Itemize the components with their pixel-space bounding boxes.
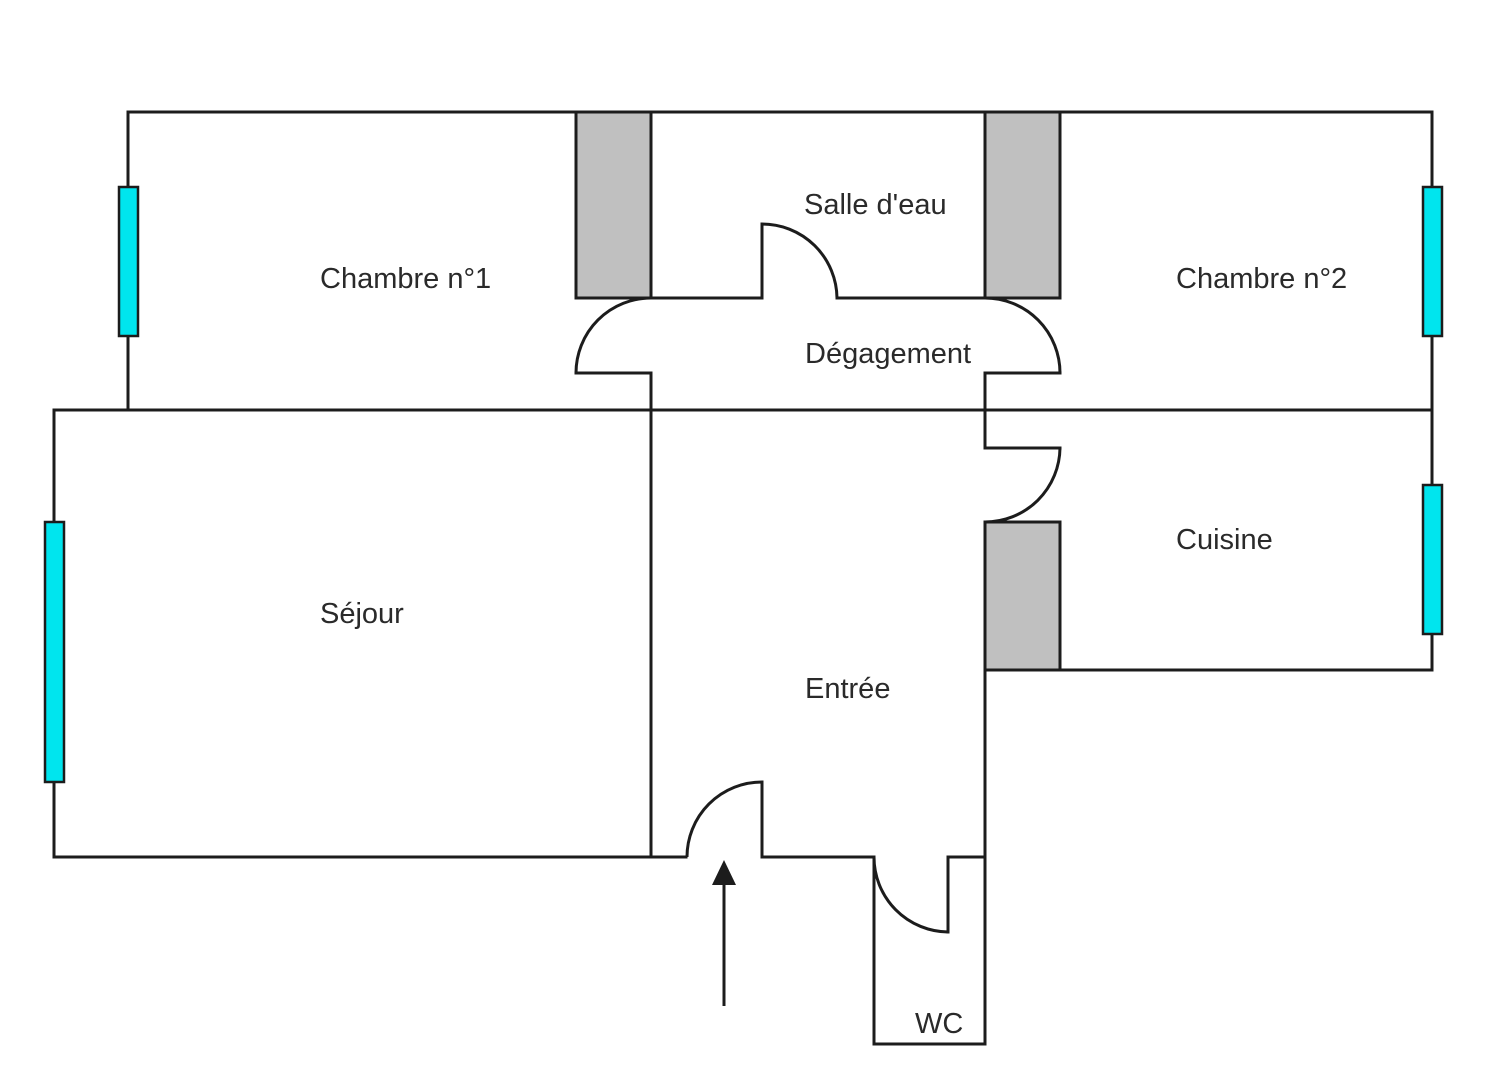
wall-degagement-left: [574, 371, 653, 412]
window-chambre2: [1421, 185, 1444, 338]
label-salle-eau: Salle d'eau: [804, 189, 947, 221]
door-salle-eau: [760, 222, 839, 299]
window-chambre1: [117, 185, 140, 338]
entrance-arrow-icon: [712, 860, 736, 1006]
closet-kitchen: [983, 520, 1062, 672]
windows: [43, 185, 1444, 784]
closets: [574, 110, 1062, 672]
label-degagement: Dégagement: [805, 338, 971, 370]
room-labels: Chambre n°1 Salle d'eau Chambre n°2 Déga…: [320, 189, 1347, 1040]
doors: [574, 222, 1062, 934]
door-chambre1: [574, 296, 652, 374]
label-chambre2: Chambre n°2: [1176, 263, 1347, 295]
door-cuisine: [984, 447, 1062, 524]
wall-wc: [872, 855, 987, 1046]
label-entree: Entrée: [805, 673, 890, 705]
window-sejour: [43, 520, 66, 784]
door-chambre2: [984, 296, 1062, 374]
walls: [52, 110, 1434, 1046]
closet-left: [574, 110, 653, 300]
wall-degagement-right-vertical: [983, 371, 1062, 450]
door-entree: [685, 780, 764, 858]
label-cuisine: Cuisine: [1176, 524, 1273, 556]
door-wc: [872, 856, 949, 934]
window-cuisine: [1421, 483, 1444, 636]
closet-right: [983, 110, 1062, 300]
label-wc: WC: [915, 1008, 963, 1040]
label-chambre1: Chambre n°1: [320, 263, 491, 295]
label-sejour: Séjour: [320, 598, 404, 630]
